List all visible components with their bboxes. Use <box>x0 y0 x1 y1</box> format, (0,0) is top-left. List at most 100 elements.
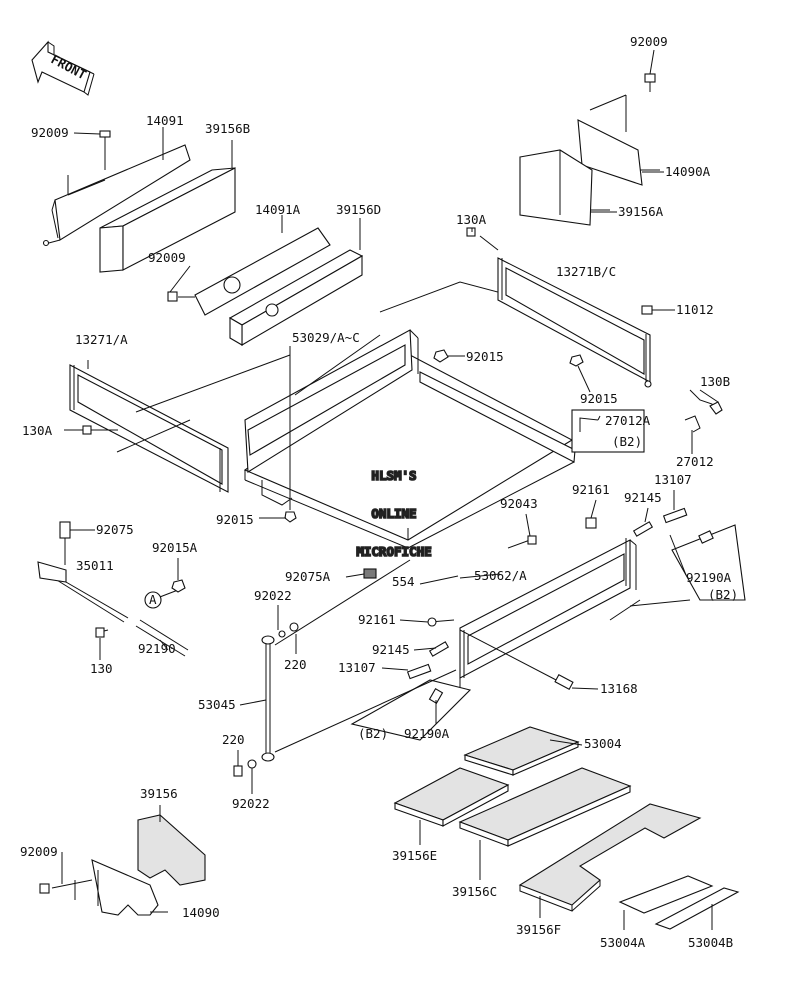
callout: 39156A <box>618 204 664 219</box>
callout: 35011 <box>76 558 114 573</box>
part-53045-cable <box>233 559 457 777</box>
callout: 39156E <box>392 848 437 863</box>
callout: 53029/A~C <box>292 330 360 345</box>
callout: 92009 <box>630 34 668 49</box>
callout: 53004B <box>688 935 733 950</box>
part-39156e-mat <box>393 767 510 827</box>
part-92161-a <box>585 517 597 529</box>
callout: 27012 <box>676 454 714 469</box>
watermark-line2: ONLINE <box>371 506 416 521</box>
callout: 92075A <box>285 569 331 584</box>
callout: (B2) <box>612 434 642 449</box>
part-13168-rod <box>459 629 574 691</box>
part-14091a-bracket <box>167 215 331 316</box>
callout: 92009 <box>31 125 69 140</box>
watermark-line1: HLSM'S <box>371 468 416 483</box>
callout: 220 <box>222 732 245 747</box>
leader-bed-left <box>116 419 191 453</box>
callout: 92015 <box>466 349 504 364</box>
bolt-92043 <box>507 535 537 549</box>
pin-554 <box>419 575 459 585</box>
callout: 130A <box>456 212 487 227</box>
callout: (B2) <box>708 587 738 602</box>
callout: 11012 <box>676 302 714 317</box>
part-39156a-pad <box>519 149 610 226</box>
callout: 39156C <box>452 884 497 899</box>
part-92145-b <box>428 641 450 657</box>
b2-pin-box-right <box>671 524 746 601</box>
nut-92015-b <box>569 354 584 367</box>
part-13107-a <box>662 507 688 524</box>
callout: 13107 <box>654 472 692 487</box>
nut-92015-a <box>433 349 449 363</box>
callout: 92145 <box>624 490 662 505</box>
part-13271-left-rail <box>69 360 229 493</box>
callout: 220 <box>284 657 307 672</box>
callout: 130B <box>700 374 730 389</box>
part-39156c-mat <box>458 767 632 847</box>
callout: 92190A <box>686 570 732 585</box>
pin-92190a-left <box>428 688 444 704</box>
callout: 39156B <box>205 121 250 136</box>
part-39156-pad <box>137 805 206 886</box>
callout: 554 <box>392 574 415 589</box>
callout: 92161 <box>572 482 610 497</box>
callout: 92043 <box>500 496 538 511</box>
part-13271b-right-rail <box>466 227 653 388</box>
part-53004a-mat <box>618 875 714 914</box>
callout: A <box>149 592 157 607</box>
callout: 130A <box>22 423 53 438</box>
callout: 92190 <box>138 641 176 656</box>
part-14090a-cover <box>577 73 660 186</box>
callout: 92015A <box>152 540 198 555</box>
callout: 92190A <box>404 726 450 741</box>
part-92075a <box>363 568 377 579</box>
callout: 39156F <box>516 922 561 937</box>
part-92145-a <box>632 521 654 537</box>
part-39156b-pad <box>99 140 236 273</box>
callout: 13271/A <box>75 332 128 347</box>
callout: 53062/A <box>474 568 527 583</box>
callout: 92022 <box>232 796 270 811</box>
callout: 92015 <box>216 512 254 527</box>
callout: 92009 <box>148 250 186 265</box>
leader-13271 <box>135 354 291 413</box>
part-53004-mat <box>463 726 580 776</box>
callout: 53004 <box>584 736 622 751</box>
bolt-92009-a <box>99 130 111 148</box>
callout: 92161 <box>358 612 396 627</box>
callout: (B2) <box>358 726 388 741</box>
callout: 39156 <box>140 786 178 801</box>
callout: 13168 <box>600 681 638 696</box>
callout: 53045 <box>198 697 236 712</box>
callout: 14091 <box>146 113 184 128</box>
callout: 92009 <box>20 844 58 859</box>
part-39156f-mat <box>518 803 702 912</box>
front-arrow-icon: FRONT <box>31 40 95 96</box>
part-14091-cover <box>42 127 191 247</box>
watermark-line3: MICROFICHE <box>356 544 431 559</box>
callout: 92145 <box>372 642 410 657</box>
callout: 92015 <box>580 391 618 406</box>
callout: 13107 <box>338 660 376 675</box>
callout-labels: 92009 14091 39156B 92009 14090 A 39156A 1… <box>20 34 738 950</box>
callout: 92022 <box>254 588 292 603</box>
part-13107-b <box>406 663 432 680</box>
callout: 130 <box>90 661 113 676</box>
callout: 14090 <box>182 905 220 920</box>
pin-92190a-right <box>698 530 714 544</box>
callout: 13271B/C <box>556 264 616 279</box>
leader-lines <box>61 49 719 930</box>
callout: 92075 <box>96 522 134 537</box>
callout: 14091A <box>255 202 301 217</box>
part-27012-latch <box>571 389 723 453</box>
watermark: HLSM'S ONLINE MICROFICHE <box>356 467 433 560</box>
callout: 39156D <box>336 202 381 217</box>
callout: 53004A <box>600 935 646 950</box>
part-14090-cover <box>39 859 168 916</box>
part-53004b-mat <box>654 887 740 930</box>
callout: 27012A <box>605 413 651 428</box>
part-53029-bed <box>243 329 576 549</box>
part-39156d-pad <box>228 218 364 346</box>
